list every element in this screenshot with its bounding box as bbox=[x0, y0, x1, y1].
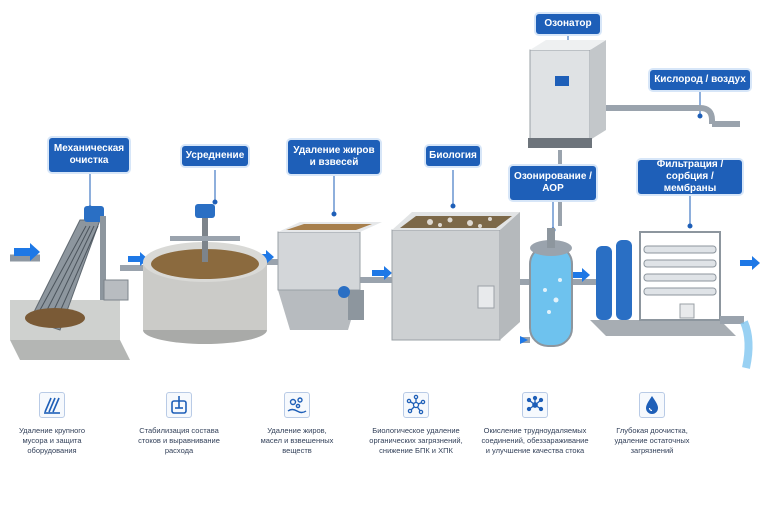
feature-biology: Биологическое удаление органических загр… bbox=[352, 392, 480, 456]
label-connectors bbox=[87, 34, 703, 233]
biology-reactor bbox=[391, 212, 520, 341]
bubbles-icon bbox=[284, 392, 310, 418]
feature-text: Глубокая доочистка, удаление остаточных … bbox=[614, 426, 690, 455]
ozonation-column bbox=[529, 228, 573, 347]
feature-mechanical: Удаление крупного мусора и защита оборуд… bbox=[0, 392, 116, 456]
feature-text: Удаление крупного мусора и защита оборуд… bbox=[18, 426, 86, 455]
filtration-skid bbox=[590, 231, 753, 369]
feature-equalization: Стабилизация состава стоков и выравниван… bbox=[115, 392, 243, 456]
label-ozonation: Озонирование / АОР bbox=[510, 166, 596, 200]
drop-icon bbox=[639, 392, 665, 418]
feature-text: Стабилизация состава стоков и выравниван… bbox=[138, 426, 220, 455]
label-fat-removal: Удаление жиров и взвесей bbox=[288, 140, 380, 174]
feature-text: Удаление жиров, масел и взвешенных вещес… bbox=[260, 426, 334, 455]
label-oxygen: Кислород / воздух bbox=[650, 70, 750, 90]
fat-removal-unit bbox=[277, 222, 382, 330]
molecule-icon bbox=[522, 392, 548, 418]
label-biology: Биология bbox=[426, 146, 480, 166]
bio-network-icon bbox=[403, 392, 429, 418]
feature-ozonation: Окисление трудноудаляемых соединений, об… bbox=[471, 392, 599, 456]
label-filtration: Фильтрация / сорбция / мембраны bbox=[638, 159, 742, 194]
label-ozonator: Озонатор bbox=[536, 14, 600, 34]
feature-text: Биологическое удаление органических загр… bbox=[369, 426, 463, 455]
mixer-tank-icon bbox=[166, 392, 192, 418]
feature-fat-removal: Удаление жиров, масел и взвешенных вещес… bbox=[233, 392, 361, 456]
ozonator-cabinet bbox=[528, 40, 606, 148]
screen-icon bbox=[39, 392, 65, 418]
equalization-tank bbox=[143, 204, 267, 344]
label-mechanical: Механическая очистка bbox=[49, 138, 129, 172]
mechanical-screen-unit bbox=[10, 206, 130, 360]
feature-filtration: Глубокая доочистка, удаление остаточных … bbox=[588, 392, 716, 456]
label-equalization: Усреднение bbox=[182, 146, 248, 166]
feature-text: Окисление трудноудаляемых соединений, об… bbox=[481, 426, 589, 455]
